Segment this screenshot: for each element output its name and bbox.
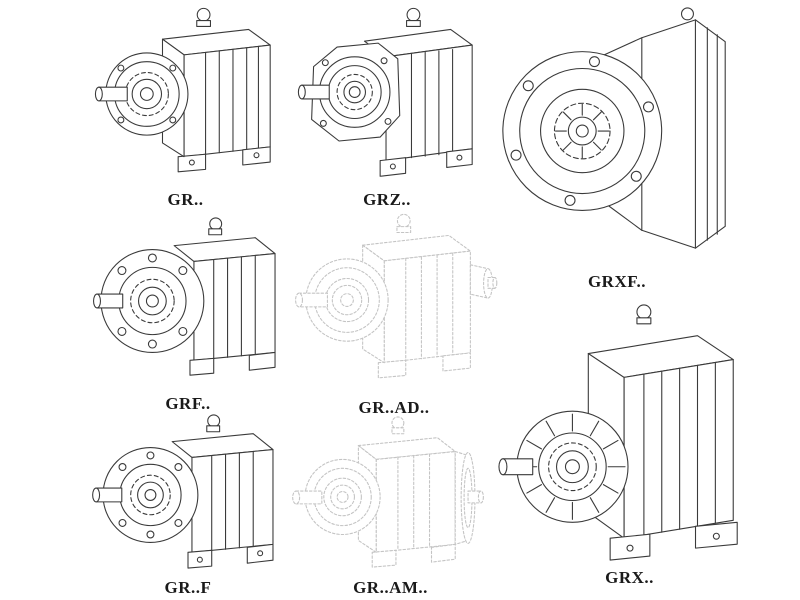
catalog-item-grf: GRF.. — [88, 212, 288, 414]
grx-label: GRX.. — [605, 568, 654, 587]
catalog-item-grx: GRX.. — [492, 296, 767, 588]
grz-label: GRZ.. — [363, 190, 411, 209]
grxf-label: GRXF.. — [587, 272, 647, 291]
gr-am-gearbox-drawing — [292, 416, 484, 568]
gr-ad-gearbox-drawing — [295, 213, 498, 379]
grx-gearbox-drawing — [498, 304, 738, 561]
gr-ad-label: GR..AD.. — [358, 398, 430, 417]
gr-f-gearbox-drawing — [92, 414, 274, 569]
gr-label: GR.. — [167, 190, 204, 209]
catalog-item-gr: GR.. — [88, 2, 283, 210]
catalog-item-grxf: GRXF.. — [492, 0, 742, 292]
gr-gearbox-drawing — [94, 7, 271, 173]
grxf-gearbox-drawing — [502, 7, 726, 249]
catalog-item-grz: GRZ.. — [292, 2, 482, 210]
catalog-item-gr-ad: GR..AD.. — [288, 208, 500, 418]
catalog-item-gr-am: GR..AM.. — [288, 412, 493, 598]
grf-label: GRF.. — [165, 394, 211, 413]
catalog-item-gr-f: GR..F — [88, 410, 288, 598]
grf-gearbox-drawing — [93, 217, 276, 376]
gr-am-label: GR..AM.. — [353, 578, 428, 597]
grz-gearbox-drawing — [297, 7, 473, 177]
gr-f-label: GR..F — [164, 578, 212, 597]
